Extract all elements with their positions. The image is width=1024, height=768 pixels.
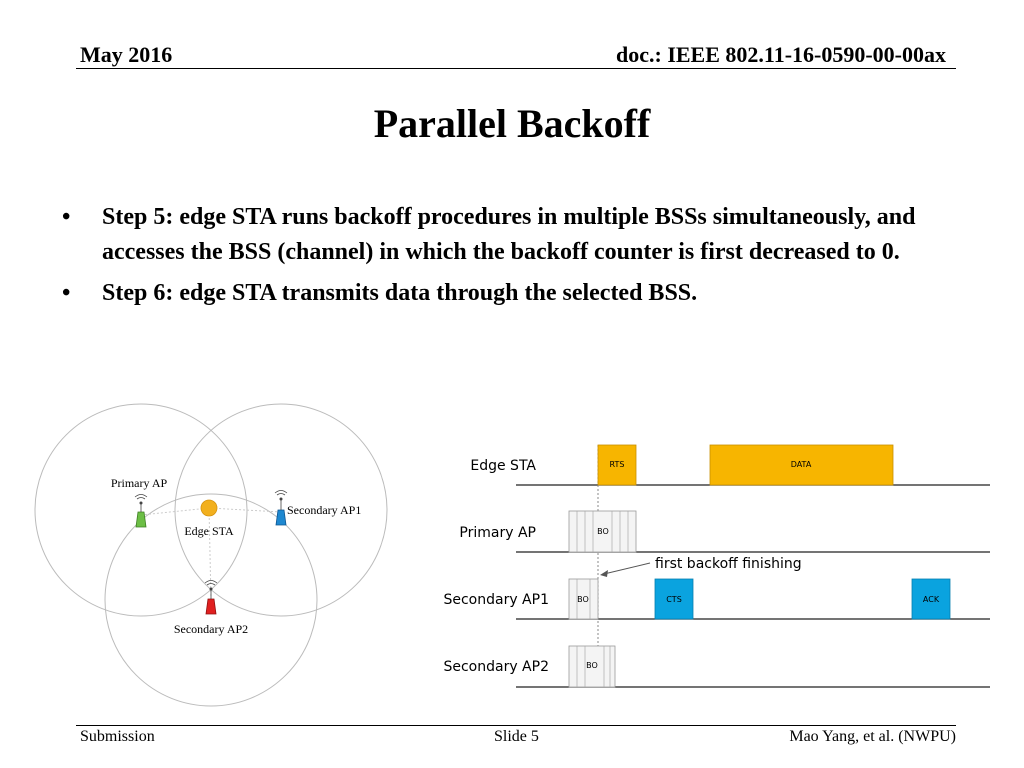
- bullet-dot-icon: •: [62, 204, 71, 230]
- secondary-ap1-icon: [274, 490, 288, 526]
- edge-sta-icon: [200, 499, 218, 517]
- header-divider: [76, 68, 956, 69]
- bullet-item-1: • Step 5: edge STA runs backoff procedur…: [62, 200, 962, 270]
- bo-label-sec1: BO: [577, 595, 589, 604]
- header-date: May 2016: [80, 42, 173, 67]
- bullet-text-2: Step 6: edge STA transmits data through …: [102, 280, 698, 306]
- bo-label-primary: BO: [597, 527, 609, 536]
- network-diagram: Primary AP Secondary AP1 Edge STA Second…: [34, 403, 388, 707]
- row-label-secondary-ap2: Secondary AP2: [443, 659, 549, 675]
- secondary1-coverage-circle: [174, 403, 388, 617]
- bullet-text-1: Step 5: edge STA runs backoff procedures…: [102, 204, 916, 265]
- bo-label-sec2: BO: [586, 661, 598, 670]
- ack-label: ACK: [923, 595, 940, 604]
- bullet-list: • Step 5: edge STA runs backoff procedur…: [62, 200, 962, 317]
- annotation-first-backoff: first backoff finishing: [655, 556, 802, 572]
- slide-title: Parallel Backoff: [373, 101, 651, 146]
- label-primary-ap: Primary AP: [111, 476, 168, 490]
- link-secondary2-sta: [208, 507, 212, 601]
- annotation-arrow-head-icon: [600, 570, 608, 577]
- link-primary-sta: [140, 507, 210, 516]
- data-label: DATA: [791, 460, 812, 469]
- bo-block-sec1: [568, 578, 599, 620]
- cts-block: [654, 578, 694, 620]
- bullet-dot-icon: •: [62, 280, 71, 306]
- rts-block: [597, 444, 637, 486]
- data-block: [709, 444, 894, 486]
- primary-coverage-circle: [34, 403, 248, 617]
- label-edge-sta: Edge STA: [184, 524, 234, 538]
- label-secondary-ap2: Secondary AP2: [174, 622, 248, 636]
- bullet-item-2: • Step 6: edge STA transmits data throug…: [62, 276, 962, 311]
- footer-authors: Mao Yang, et al. (NWPU): [789, 728, 956, 745]
- footer-submission: Submission: [80, 728, 155, 745]
- label-secondary-ap1: Secondary AP1: [287, 503, 361, 517]
- bo-block-sec2: [568, 645, 616, 688]
- row-label-secondary-ap1: Secondary AP1: [443, 592, 549, 608]
- timeline-diagram: Edge STA Primary AP Secondary AP1 Second…: [443, 444, 990, 688]
- bo-block-primary: [568, 510, 637, 553]
- link-secondary1-sta: [208, 507, 282, 513]
- secondary2-coverage-circle: [104, 493, 318, 707]
- row-label-edge-sta: Edge STA: [470, 458, 536, 474]
- ack-block: [911, 578, 951, 620]
- footer-slide-number: Slide 5: [494, 728, 539, 745]
- header-doc-id: doc.: IEEE 802.11-16-0590-00-00ax: [616, 42, 946, 67]
- footer-divider: [76, 725, 956, 726]
- rts-label: RTS: [610, 460, 625, 469]
- primary-ap-icon: [134, 494, 148, 528]
- secondary-ap2-icon: [204, 580, 218, 615]
- cts-label: CTS: [666, 595, 682, 604]
- row-label-primary-ap: Primary AP: [459, 525, 536, 541]
- annotation-arrow-line: [603, 562, 651, 575]
